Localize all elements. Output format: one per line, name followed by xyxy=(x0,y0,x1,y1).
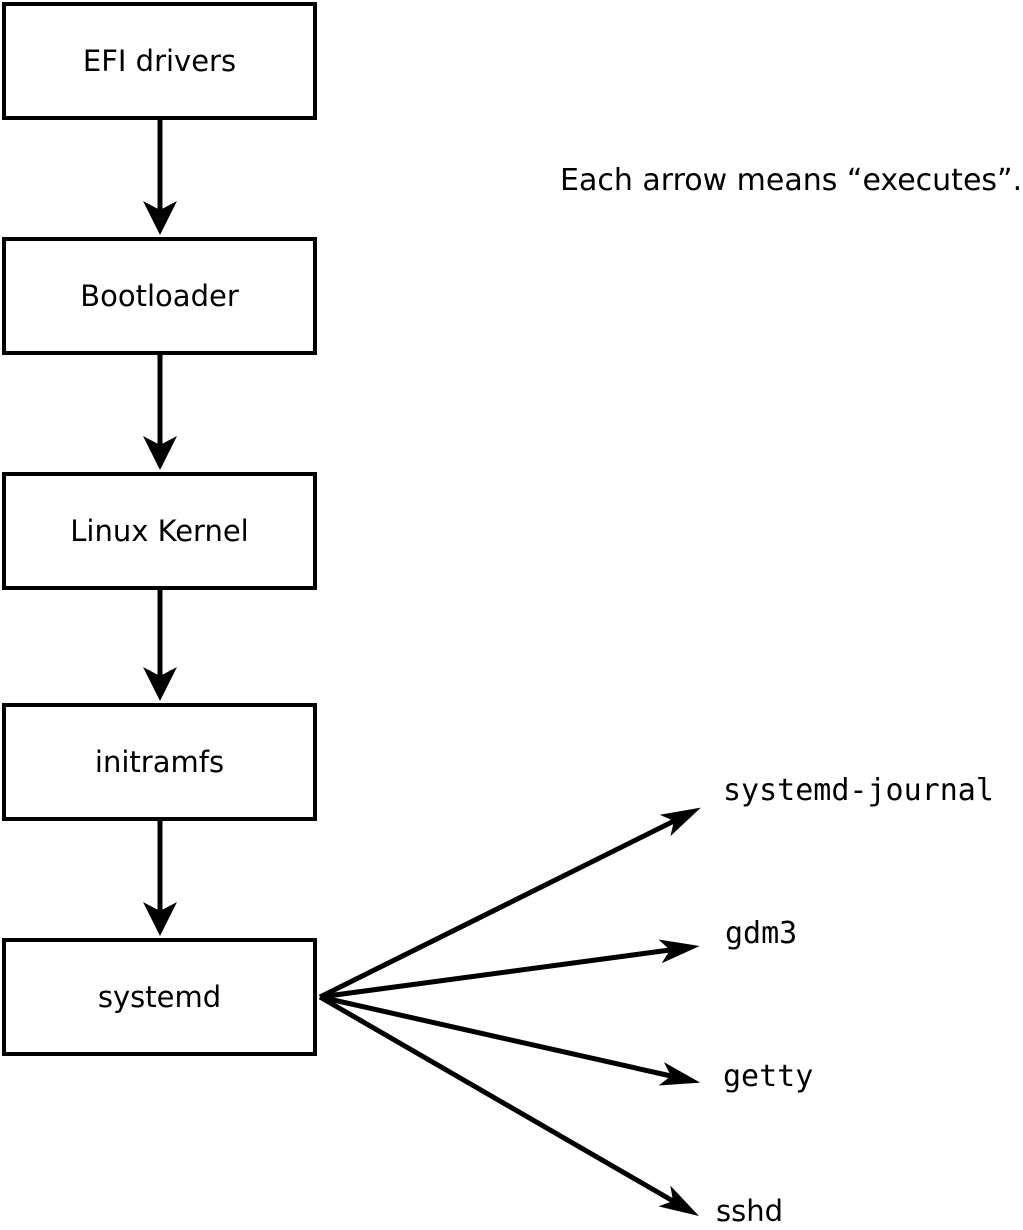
arrow-systemd-to-journal xyxy=(318,807,701,1000)
caption-arrow-meaning: Each arrow means “executes”. xyxy=(560,163,1023,198)
box-systemd: systemd xyxy=(2,938,317,1056)
box-bootloader: Bootloader xyxy=(2,237,317,355)
box-label-initramfs: initramfs xyxy=(94,744,225,779)
box-label-bootloader: Bootloader xyxy=(80,278,239,313)
box-efi-drivers: EFI drivers xyxy=(2,2,317,120)
label-sshd: sshd xyxy=(716,1194,784,1228)
arrow-systemd-to-getty xyxy=(319,994,701,1086)
arrow-systemd-to-gdm3 xyxy=(319,939,700,1000)
box-linux-kernel: Linux Kernel xyxy=(2,472,317,590)
label-getty: getty xyxy=(723,1059,814,1094)
arrow-systemd-to-sshd xyxy=(318,994,699,1217)
label-gdm3: gdm3 xyxy=(725,916,798,951)
box-label-systemd: systemd xyxy=(97,979,222,1014)
label-systemd-journal: systemd-journal xyxy=(723,773,994,808)
box-initramfs: initramfs xyxy=(2,703,317,821)
box-label-efi-drivers: EFI drivers xyxy=(82,43,237,78)
box-label-linux-kernel: Linux Kernel xyxy=(70,513,249,548)
